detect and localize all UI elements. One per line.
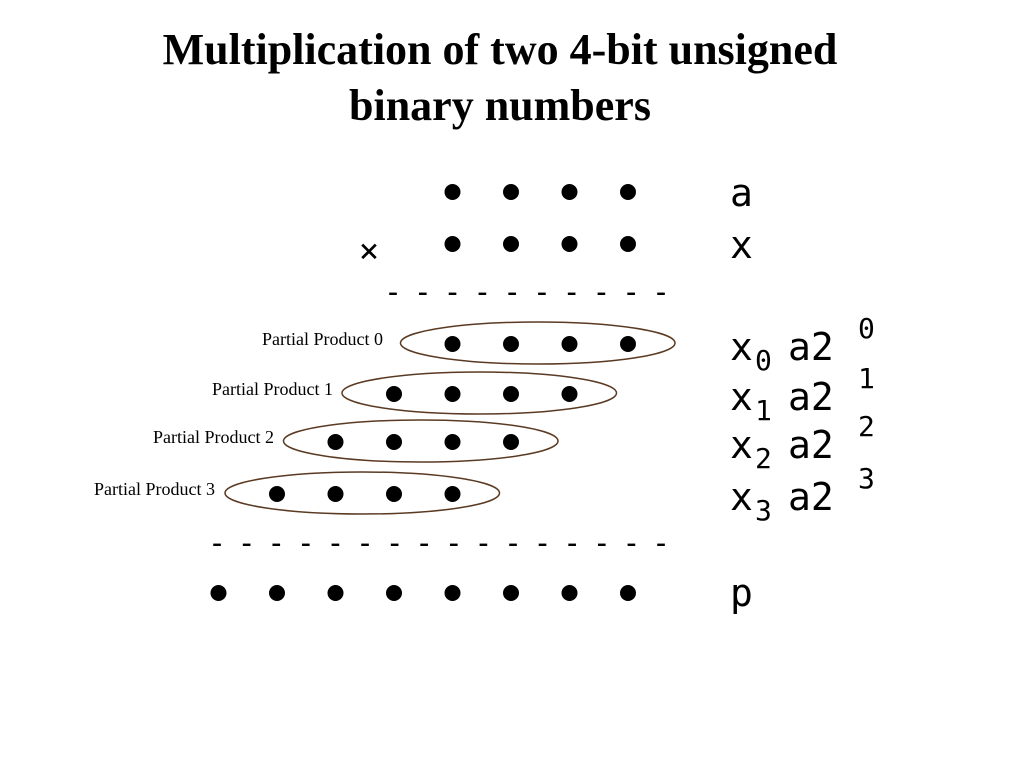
product-p-label: p xyxy=(730,571,753,615)
partial-product-2-bit-2-dot xyxy=(386,434,402,450)
product-p-bit-5-dot xyxy=(327,585,344,601)
product-p-bit-4-dot xyxy=(386,585,402,601)
partial-product-3-bit-3-dot xyxy=(269,486,285,502)
term-0-x: x xyxy=(730,325,753,369)
term-3-exponent: 3 xyxy=(858,462,875,495)
partial-product-0-bit-3-dot xyxy=(444,336,461,352)
partial-product-3-bit-0-dot xyxy=(444,486,461,502)
term-1-exponent: 1 xyxy=(858,362,875,395)
product-p-bit-3-dot xyxy=(444,585,461,601)
partial-product-1-bit-3-dot xyxy=(386,386,402,402)
term-1-a2: a2 xyxy=(788,375,834,419)
partial-product-3-bit-2-dot xyxy=(327,486,344,502)
partial-product-2-ellipse xyxy=(282,419,559,463)
slide-title: Multiplication of two 4-bit unsigned bin… xyxy=(0,22,1000,134)
title-line-2: binary numbers xyxy=(349,81,651,130)
separator-line-short: ---------- xyxy=(384,275,670,310)
operand-a-bit-0-dot xyxy=(620,184,636,200)
term-2-x: x xyxy=(730,423,753,467)
term-0-subscript: 0 xyxy=(755,344,772,377)
product-p-bit-6-dot xyxy=(269,585,285,601)
term-3-x: x xyxy=(730,475,753,519)
operand-a-bit-3-dot xyxy=(444,184,461,200)
partial-product-0-bit-1-dot xyxy=(561,336,578,352)
partial-product-2-bit-3-dot xyxy=(327,434,344,450)
operand-a-label: a xyxy=(730,171,753,215)
partial-product-0-ellipse xyxy=(399,321,676,365)
partial-product-1-bit-1-dot xyxy=(503,386,519,402)
product-p-bit-7-dot xyxy=(210,585,227,601)
partial-product-0-bit-2-dot xyxy=(503,336,519,352)
partial-product-0-bit-0-dot xyxy=(620,336,636,352)
operand-x-bit-3-dot xyxy=(444,236,461,252)
term-0-exponent: 0 xyxy=(858,312,875,345)
term-3-a2: a2 xyxy=(788,475,834,519)
separator-line-long: ---------------- xyxy=(208,526,670,561)
term-1-subscript: 1 xyxy=(755,394,772,427)
partial-product-0-label: Partial Product 0 xyxy=(262,329,383,349)
partial-product-1-bit-0-dot xyxy=(561,386,578,402)
operand-x-bit-0-dot xyxy=(620,236,636,252)
term-3-subscript: 3 xyxy=(755,494,772,527)
operand-x-label: x xyxy=(730,223,753,267)
operand-a-bit-1-dot xyxy=(561,184,578,200)
operand-x-bit-2-dot xyxy=(503,236,519,252)
partial-product-3-label: Partial Product 3 xyxy=(94,479,215,499)
partial-product-1-bit-2-dot xyxy=(444,386,461,402)
partial-product-2-bit-0-dot xyxy=(503,434,519,450)
multiply-operator: × xyxy=(359,231,379,271)
term-1-x: x xyxy=(730,375,753,419)
product-p-bit-0-dot xyxy=(620,585,636,601)
term-2-a2: a2 xyxy=(788,423,834,467)
partial-product-1-ellipse xyxy=(341,371,618,415)
partial-product-1-label: Partial Product 1 xyxy=(212,379,333,399)
operand-a-bit-2-dot xyxy=(503,184,519,200)
title-line-1: Multiplication of two 4-bit unsigned xyxy=(162,25,838,74)
term-2-subscript: 2 xyxy=(755,442,772,475)
product-p-bit-2-dot xyxy=(503,585,519,601)
product-p-bit-1-dot xyxy=(561,585,578,601)
partial-product-3-ellipse xyxy=(224,471,501,515)
partial-product-2-label: Partial Product 2 xyxy=(153,427,274,447)
term-0-a2: a2 xyxy=(788,325,834,369)
partial-product-3-bit-1-dot xyxy=(386,486,402,502)
term-2-exponent: 2 xyxy=(858,410,875,443)
operand-x-bit-1-dot xyxy=(561,236,578,252)
partial-product-2-bit-1-dot xyxy=(444,434,461,450)
